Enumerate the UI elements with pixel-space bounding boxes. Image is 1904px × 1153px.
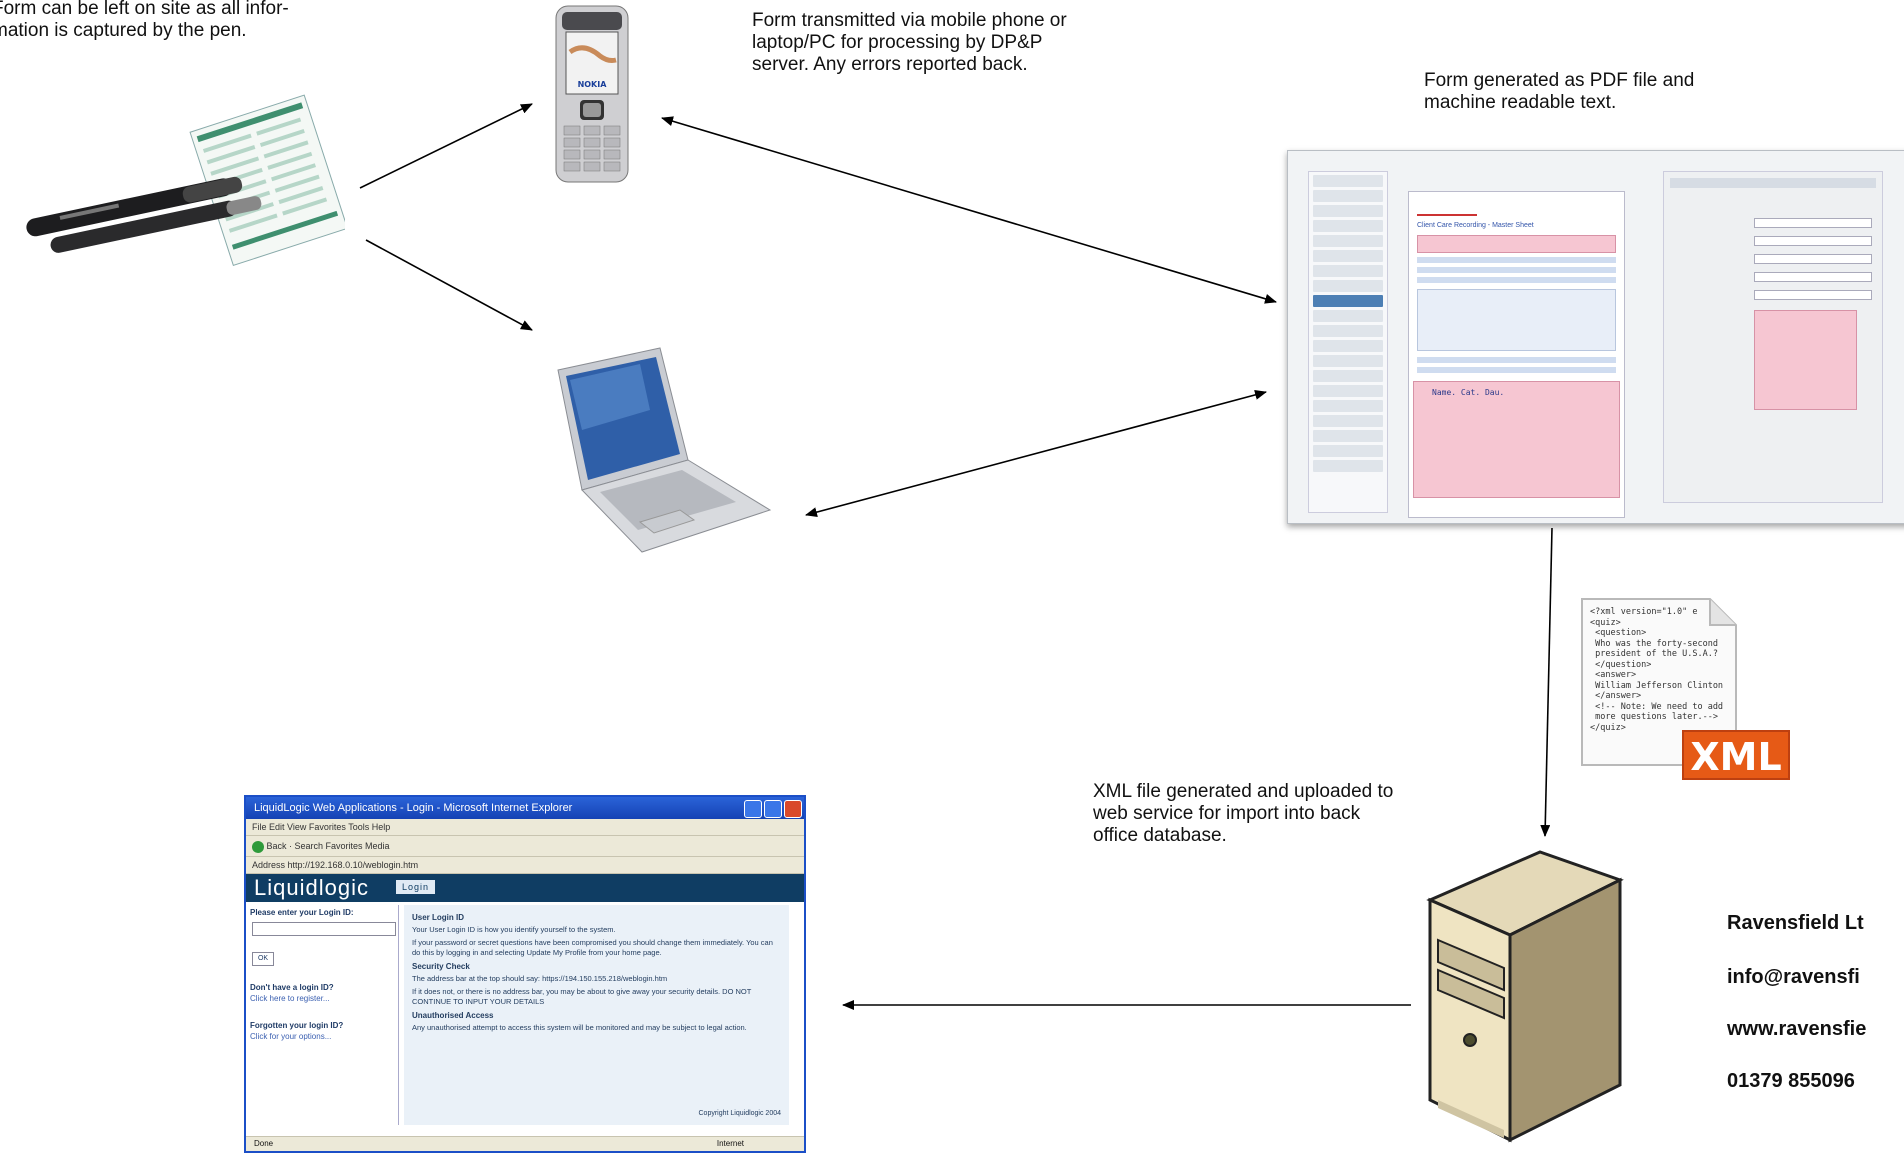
arrow-pdf-to-server xyxy=(1540,527,1553,837)
ie-title-bar: LiquidLogic Web Applications - Login - M… xyxy=(246,797,804,819)
login-info-panel: User Login ID Your User Login ID is how … xyxy=(404,905,789,1125)
server-icon xyxy=(1426,850,1624,1143)
compromised-text: If your password or secret questions hav… xyxy=(412,938,773,957)
no-login-heading: Don't have a login ID? xyxy=(250,983,334,992)
register-link[interactable]: Click here to register... xyxy=(250,994,330,1003)
web-login-window: LiquidLogic Web Applications - Login - M… xyxy=(244,795,806,1153)
status-left: Done xyxy=(254,1139,274,1148)
laptop-icon xyxy=(557,347,772,553)
liquidlogic-brand: Liquidlogic xyxy=(254,875,369,900)
close-button[interactable] xyxy=(784,800,802,818)
user-login-heading: User Login ID xyxy=(412,913,465,922)
company-name: Ravensfield Lt xyxy=(1727,912,1864,934)
xml-file-image: <?xml version="1.0" e <quiz> <question> … xyxy=(1580,597,1790,780)
security-heading: Security Check xyxy=(412,962,470,971)
ie-menu-bar[interactable]: File Edit View Favorites Tools Help xyxy=(246,819,804,836)
ie-toolbar-text: Back · Search Favorites Media xyxy=(266,841,390,851)
security-text: The address bar at the top should say: h… xyxy=(412,974,668,983)
ie-window-title: LiquidLogic Web Applications - Login - M… xyxy=(254,802,573,814)
ie-toolbar[interactable]: Back · Search Favorites Media xyxy=(246,836,804,857)
forgotten-heading: Forgotten your login ID? xyxy=(250,1021,344,1030)
minimize-button[interactable] xyxy=(744,800,762,818)
login-prompt: Please enter your Login ID: xyxy=(250,908,354,917)
user-login-text: Your User Login ID is how you identify y… xyxy=(412,925,616,934)
xml-caption: XML file generated and uploaded to web s… xyxy=(1093,781,1394,846)
pdf-caption: Form generated as PDF file and machine r… xyxy=(1424,70,1695,113)
options-link[interactable]: Click for your options... xyxy=(250,1032,332,1041)
status-right: Internet xyxy=(716,1139,744,1148)
ie-address-bar[interactable]: Address http://192.168.0.10/weblogin.htm xyxy=(246,857,804,874)
arrow-phone-pdf xyxy=(661,116,1277,304)
server-image xyxy=(1420,850,1635,1145)
digital-pen-form-image xyxy=(15,88,349,288)
login-tab[interactable]: Login xyxy=(396,880,436,894)
login-side-panel: Please enter your Login ID: OK Don't hav… xyxy=(250,905,399,1125)
xml-document-icon xyxy=(1581,598,1737,766)
pen-form-icon xyxy=(26,94,349,267)
login-id-input[interactable] xyxy=(252,922,396,936)
ie-status-bar: Done Internet xyxy=(246,1136,804,1151)
pen-note-caption: Form can be left on site as all infor- m… xyxy=(0,0,289,41)
pdf-form-window: Client Care Recording - Master Sheet Nam… xyxy=(1287,150,1904,524)
xml-badge: XML xyxy=(1682,730,1790,780)
contact-phone: 01379 855096 xyxy=(1727,1070,1855,1092)
contact-website: www.ravensfie xyxy=(1727,1018,1867,1040)
pdf-document-preview: Client Care Recording - Master Sheet Nam… xyxy=(1408,191,1625,518)
mobile-phone-image: NOKIA xyxy=(552,4,632,184)
warning-text: If it does not, or there is no address b… xyxy=(412,987,752,1006)
contact-email: info@ravensfi xyxy=(1727,966,1860,988)
laptop-image xyxy=(530,340,780,555)
arrow-pen-to-phone xyxy=(359,103,533,189)
back-icon[interactable] xyxy=(252,840,264,853)
liquidlogic-header: Liquidlogic Login xyxy=(246,874,804,902)
transmit-caption: Form transmitted via mobile phone or lap… xyxy=(752,10,1067,75)
pdf-field-panel xyxy=(1663,171,1883,503)
pdf-entry-text: Name. Cat. Dau. xyxy=(1432,388,1505,397)
xml-code-text: <?xml version="1.0" e <quiz> <question> … xyxy=(1590,607,1724,733)
arrow-laptop-pdf xyxy=(805,390,1267,517)
phone-brand: NOKIA xyxy=(578,80,608,89)
arrow-pen-to-laptop xyxy=(365,239,533,331)
pdf-form-heading: Client Care Recording - Master Sheet xyxy=(1417,222,1534,229)
unauthorised-heading: Unauthorised Access xyxy=(412,1011,494,1020)
ok-button[interactable]: OK xyxy=(252,952,274,966)
maximize-button[interactable] xyxy=(764,800,782,818)
phone-icon: NOKIA xyxy=(555,5,629,183)
pdf-page-list xyxy=(1308,171,1388,513)
unauthorised-text: Any unauthorised attempt to access this … xyxy=(412,1023,747,1032)
copyright-text: Copyright Liquidlogic 2004 xyxy=(698,1110,782,1117)
